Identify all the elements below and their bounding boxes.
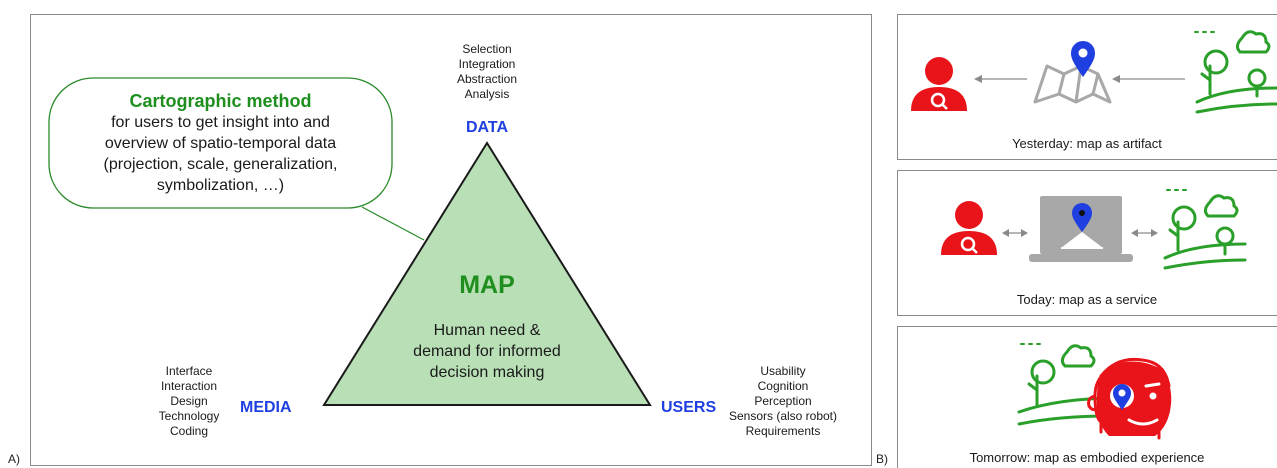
arrow-left-icon (1112, 75, 1185, 83)
users-item: Requirements (745, 424, 821, 438)
method-title: Cartographic method (129, 91, 312, 111)
landscape-icon (1017, 343, 1121, 426)
location-pin-icon (1071, 41, 1095, 77)
method-line: (projection, scale, generalization, (103, 156, 338, 173)
method-line: overview of spatio-temporal data (104, 135, 337, 152)
today-panel (897, 170, 1277, 316)
media-item: Coding (169, 424, 209, 438)
method-line: symbolization, …) (156, 177, 285, 194)
yesterday-illustration (911, 30, 1277, 114)
method-line: for users to get insight into and (111, 114, 330, 131)
map-subtitle-line: decision making (429, 364, 545, 381)
map-triangle (322, 141, 652, 406)
yesterday-caption: Yesterday: map as artifact (1012, 136, 1162, 151)
media-items: Interface Interaction Design Technology … (134, 364, 244, 439)
method-bubble (48, 77, 393, 209)
location-pin-icon (1072, 203, 1092, 232)
users-items: Usability Cognition Perception Sensors (… (718, 364, 848, 439)
users-item: Perception (754, 394, 812, 408)
landscape-icon (1194, 30, 1277, 114)
panel-b-letter: B) (876, 452, 888, 466)
tomorrow-panel (897, 326, 1277, 468)
bidirectional-arrow-icon (1131, 229, 1158, 237)
map-subtitle-line: Human need & (433, 322, 541, 339)
users-item: Sensors (also robot) (728, 409, 838, 423)
tomorrow-illustration (1017, 343, 1172, 440)
user-search-icon (941, 201, 997, 255)
data-label: DATA (465, 119, 509, 136)
users-item: Usability (760, 364, 806, 378)
data-item: Abstraction (456, 72, 518, 86)
landscape-icon (1163, 189, 1247, 270)
panel-a-letter: A) (8, 452, 20, 466)
map-triangle-text: MAP Human need & demand for informed dec… (387, 270, 587, 383)
users-item: Cognition (757, 379, 809, 393)
map-subtitle-line: demand for informed (413, 343, 561, 360)
location-pin-icon (1108, 382, 1136, 410)
method-bubble-text: Cartographic method for users to get ins… (49, 90, 392, 196)
bubble-connector (361, 206, 425, 241)
media-item: Design (170, 394, 208, 408)
today-illustration (941, 189, 1247, 270)
arrow-left-icon (974, 75, 1027, 83)
panel-a-frame (30, 14, 872, 466)
media-label: MEDIA (240, 399, 292, 416)
data-items: Selection Integration Abstraction Analys… (427, 42, 547, 102)
tomorrow-caption: Tomorrow: map as embodied experience (969, 450, 1205, 465)
today-caption: Today: map as a service (1016, 292, 1158, 307)
media-item: Interaction (160, 379, 218, 393)
yesterday-panel (897, 14, 1277, 160)
user-search-icon (911, 57, 967, 111)
media-item: Interface (165, 364, 213, 378)
map-title: MAP (459, 271, 515, 299)
media-item: Technology (158, 409, 220, 423)
data-item: Analysis (464, 87, 510, 101)
bidirectional-arrow-icon (1002, 229, 1028, 237)
data-item: Integration (458, 57, 516, 71)
folded-map-icon (1033, 64, 1112, 104)
users-label: USERS (661, 399, 717, 416)
data-item: Selection (462, 42, 512, 56)
triangle-diagram (48, 77, 652, 406)
face-features-icon (1127, 382, 1161, 426)
